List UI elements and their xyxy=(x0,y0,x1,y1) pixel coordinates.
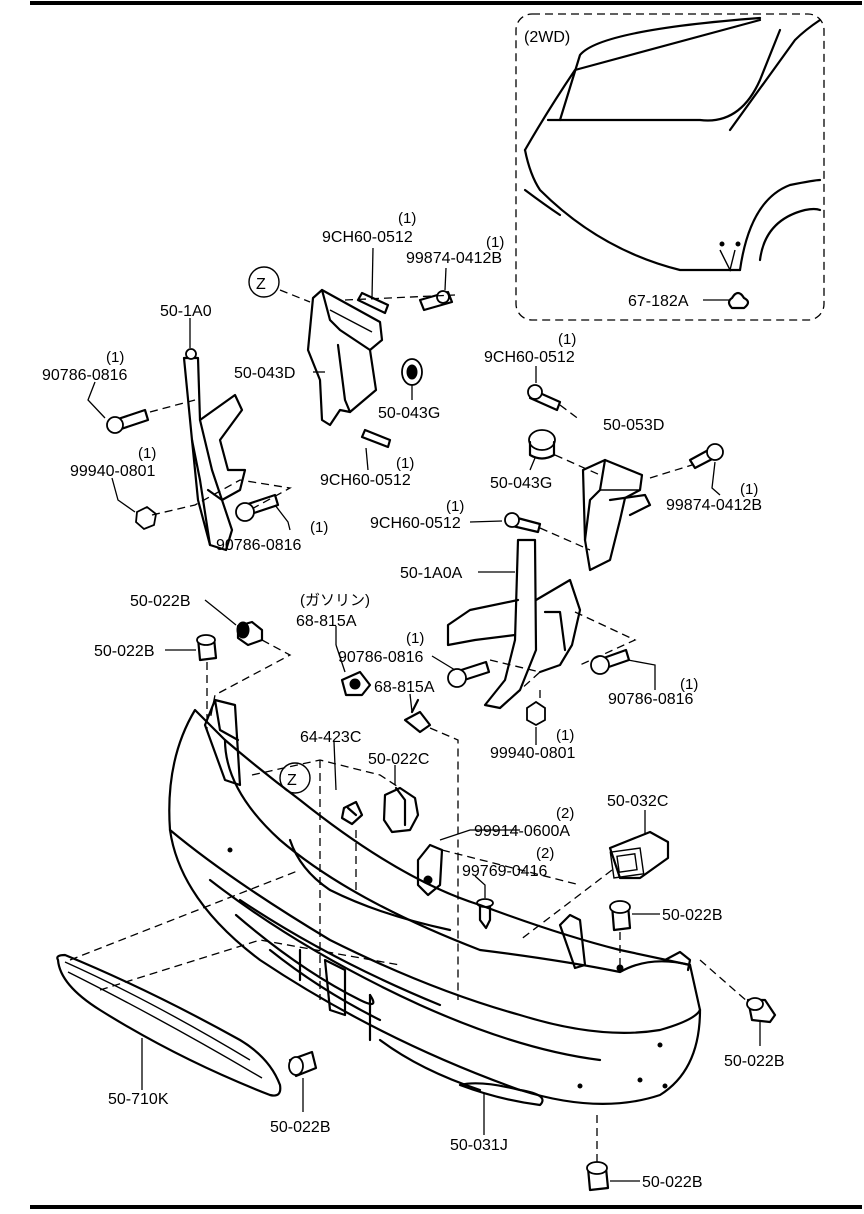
nut-99940-0801-right xyxy=(526,700,546,727)
stay-50-1A0 xyxy=(182,348,247,552)
label-50-022C: 50-022C xyxy=(368,751,429,768)
clip-50-022B-f xyxy=(586,1161,610,1192)
clip-50-022B-d xyxy=(746,997,777,1024)
label-90786-0816-right: 90786-0816 xyxy=(608,691,694,708)
qty-9CH60-0512-top: (1) xyxy=(398,210,416,227)
label-50-1A0: 50-1A0 xyxy=(160,303,212,320)
zone-letter-upper: Z xyxy=(256,276,266,293)
duct-50-032C xyxy=(608,830,670,880)
zone-letter-lower: Z xyxy=(287,772,297,789)
label-9CH60-0512-mid: 9CH60-0512 xyxy=(320,472,411,489)
bracket-50-043D xyxy=(306,288,384,427)
qty-99940-0801-right: (1) xyxy=(556,727,574,744)
qty-99769-0416: (2) xyxy=(536,845,554,862)
label-50-031J: 50-031J xyxy=(450,1137,508,1154)
label-50-1A0A: 50-1A0A xyxy=(400,565,463,582)
screw-99769-0416 xyxy=(476,898,494,930)
screw-9CH60-0512-mid xyxy=(360,428,392,471)
label-90786-0816-center: 90786-0816 xyxy=(338,649,424,666)
label-99914-0600A: 99914-0600A xyxy=(474,823,570,840)
zone-marker-lower: Z xyxy=(279,762,311,794)
clip-50-022B-b xyxy=(196,634,218,662)
label-99940-0801-left: 99940-0801 xyxy=(70,463,156,480)
inset-title: (2WD) xyxy=(524,29,570,46)
screw-9CH60-0512-top xyxy=(356,247,390,315)
car-corner-sketch xyxy=(523,16,822,273)
molding-50-710K xyxy=(56,953,282,1097)
label-64-423C: 64-423C xyxy=(300,729,361,746)
screw-9CH60-0512-center xyxy=(504,512,542,534)
frame-rules xyxy=(30,1,862,1209)
retainer-50-022C xyxy=(382,786,420,834)
bolt-90786-0816-right xyxy=(590,648,631,675)
nut-99914-0600A xyxy=(416,843,444,897)
label-50-043D: 50-043D xyxy=(234,365,295,382)
bolt-90786-0816-left xyxy=(106,408,150,434)
bolt-90786-0816-center xyxy=(447,660,491,688)
label-9CH60-0512-top: 9CH60-0512 xyxy=(322,229,413,246)
label-99874-0412B-right: 99874-0412B xyxy=(666,497,762,514)
label-90786-0816-left: 90786-0816 xyxy=(42,367,128,384)
bolt-99874-0412B-top xyxy=(418,267,454,312)
clip-68-815A-a xyxy=(340,670,372,697)
label-67-182A: 67-182A xyxy=(628,293,689,310)
qty-99914-0600A: (2) xyxy=(556,805,574,822)
label-99874-0412B-top: 99874-0412B xyxy=(406,250,502,267)
label-50-022B-f: 50-022B xyxy=(642,1174,703,1191)
label-99940-0801-right: 99940-0801 xyxy=(490,745,576,762)
label-50-053D: 50-053D xyxy=(603,417,664,434)
stay-50-1A0A xyxy=(446,538,582,710)
clip-50-022B-a xyxy=(236,620,264,647)
clip-67-182A xyxy=(727,291,750,310)
qty-9CH60-0512-mid: (1) xyxy=(396,455,414,472)
bracket-50-053D xyxy=(581,458,652,572)
clip-68-815A-b xyxy=(403,698,432,734)
grommet-50-043G-right xyxy=(528,429,556,471)
label-50-043G-upper: 50-043G xyxy=(378,405,440,422)
label-50-022B-e: 50-022B xyxy=(270,1119,331,1136)
label-50-710K: 50-710K xyxy=(108,1091,169,1108)
qty-9CH60-0512-center: (1) xyxy=(446,498,464,515)
grommet-50-043G-upper xyxy=(401,358,423,400)
clip-64-423C xyxy=(340,800,364,826)
screw-9CH60-0512-right xyxy=(527,366,562,412)
label-50-022B-b: 50-022B xyxy=(94,643,155,660)
label-50-022B-c: 50-022B xyxy=(662,907,723,924)
label-gasoline-note: (ガソリン) xyxy=(300,592,370,609)
qty-9CH60-0512-right: (1) xyxy=(558,331,576,348)
label-68-815A-a: 68-815A xyxy=(296,613,357,630)
label-50-022B-d: 50-022B xyxy=(724,1053,785,1070)
label-50-022B-a: 50-022B xyxy=(130,593,191,610)
qty-90786-0816-left: (1) xyxy=(106,349,124,366)
qty-99874-0412B-top: (1) xyxy=(486,234,504,251)
label-9CH60-0512-center: 9CH60-0512 xyxy=(370,515,461,532)
clip-50-022B-e xyxy=(288,1050,318,1078)
inset-2wd: (2WD) 67-182A xyxy=(515,13,825,321)
qty-99874-0412B-right: (1) xyxy=(740,481,758,498)
qty-99940-0801-left: (1) xyxy=(138,445,156,462)
qty-90786-0816-center: (1) xyxy=(406,630,424,647)
nut-99940-0801-left xyxy=(135,505,157,531)
clip-50-022B-c xyxy=(609,900,632,932)
label-68-815A-b: 68-815A xyxy=(374,679,435,696)
qty-90786-0816-right: (1) xyxy=(680,676,698,693)
label-50-043G-right: 50-043G xyxy=(490,475,552,492)
bolt-90786-0816-lower-left xyxy=(235,493,280,522)
qty-90786-0816-lower-left: (1) xyxy=(310,519,328,536)
label-9CH60-0512-right: 9CH60-0512 xyxy=(484,349,575,366)
label-99769-0416: 99769-0416 xyxy=(462,863,548,880)
label-90786-0816-lower-left: 90786-0816 xyxy=(216,537,302,554)
label-50-032C: 50-032C xyxy=(607,793,668,810)
bolt-99874-0412B-right xyxy=(688,443,724,470)
zone-marker-upper: Z xyxy=(248,266,311,303)
